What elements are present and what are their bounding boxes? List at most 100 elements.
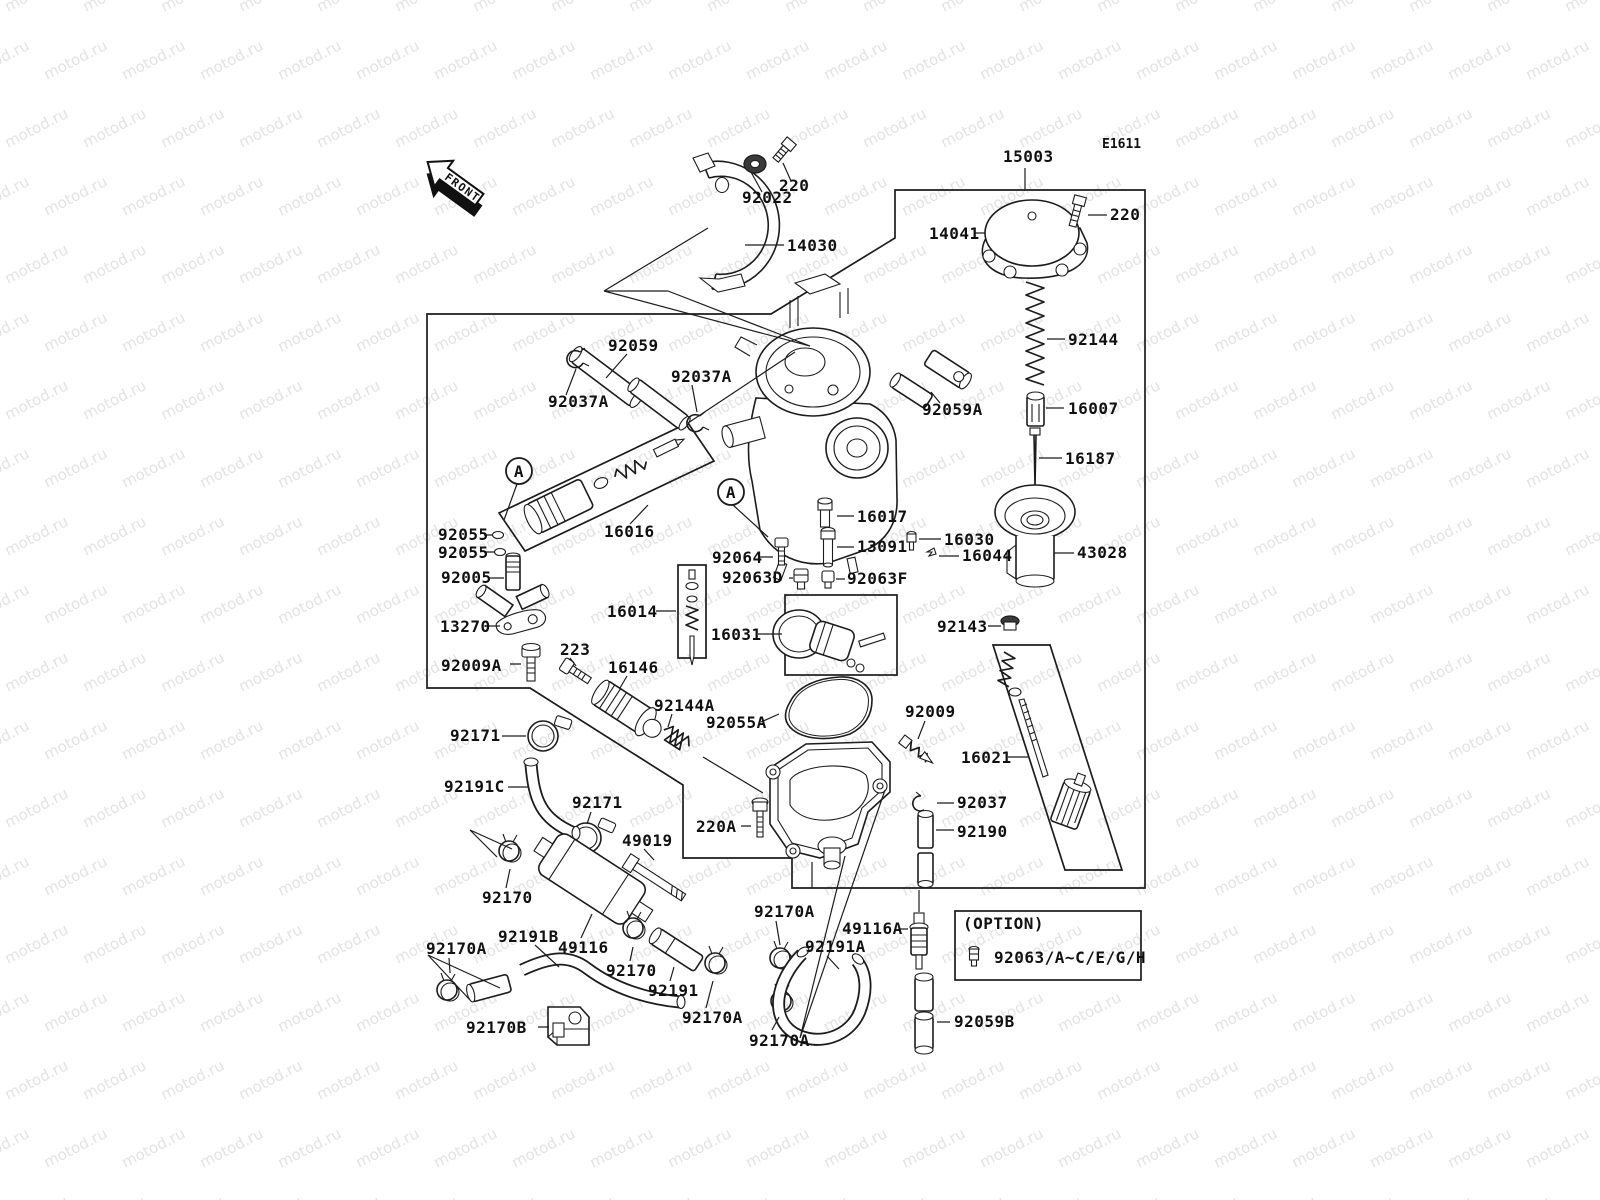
- watermark-text: motod.ru: [1484, 512, 1553, 559]
- watermark-text: motod.ru: [1328, 920, 1397, 967]
- bracket-92170b: [547, 1006, 590, 1046]
- watermark-text: motod.ru: [626, 1192, 695, 1200]
- watermark-text: motod.ru: [236, 1056, 305, 1103]
- watermark-text: motod.ru: [1367, 988, 1436, 1035]
- watermark-text: motod.ru: [1211, 36, 1280, 83]
- watermark-text: motod.ru: [431, 444, 500, 491]
- watermark-text: motod.ru: [431, 36, 500, 83]
- watermark-text: motod.ru: [1172, 1192, 1241, 1200]
- watermark-text: motod.ru: [1250, 376, 1319, 423]
- box-16021: [991, 644, 1124, 871]
- watermark-text: motod.ru: [821, 1124, 890, 1171]
- watermark-text: motod.ru: [236, 648, 305, 695]
- tube-92191: [648, 927, 704, 972]
- part-label-92171: 92171: [450, 726, 501, 745]
- part-label-16017: 16017: [857, 507, 908, 526]
- part-label-92170: 92170: [482, 888, 533, 907]
- watermark-text: motod.ru: [1484, 784, 1553, 831]
- watermark-text: motod.ru: [1445, 716, 1514, 763]
- watermark-text: motod.ru: [626, 240, 695, 287]
- watermark-text: motod.ru: [1094, 240, 1163, 287]
- watermark-text: motod.ru: [548, 0, 617, 16]
- watermark-text: motod.ru: [353, 444, 422, 491]
- watermark-text: motod.ru: [41, 36, 110, 83]
- watermark-text: motod.ru: [431, 1124, 500, 1171]
- watermark-text: motod.ru: [353, 580, 422, 627]
- watermark-text: motod.ru: [938, 0, 1007, 16]
- watermark-text: motod.ru: [314, 240, 383, 287]
- plug-92063d: [793, 568, 809, 590]
- watermark-text: motod.ru: [1289, 444, 1358, 491]
- watermark-text: motod.ru: [1172, 920, 1241, 967]
- watermark-text: motod.ru: [860, 240, 929, 287]
- watermark-text: motod.ru: [821, 172, 890, 219]
- watermark-text: motod.ru: [392, 240, 461, 287]
- watermark-text: motod.ru: [1523, 172, 1592, 219]
- watermark-text: motod.ru: [158, 104, 227, 151]
- part-label-92009: 92009: [905, 702, 956, 721]
- watermark-text: motod.ru: [314, 648, 383, 695]
- watermark-text: motod.ru: [509, 172, 578, 219]
- part-label-16021: 16021: [961, 748, 1012, 767]
- watermark-text: motod.ru: [197, 1124, 266, 1171]
- watermark-text: motod.ru: [1484, 240, 1553, 287]
- watermark-text: motod.ru: [275, 36, 344, 83]
- watermark-text: motod.ru: [1172, 784, 1241, 831]
- watermark-text: motod.ru: [1055, 852, 1124, 899]
- watermark-text: motod.ru: [197, 308, 266, 355]
- watermark-text: motod.ru: [1445, 852, 1514, 899]
- watermark-text: motod.ru: [236, 0, 305, 16]
- part-label-92191A: 92191A: [805, 937, 866, 956]
- watermark-text: motod.ru: [1406, 648, 1475, 695]
- watermark-text: motod.ru: [41, 444, 110, 491]
- part-label-220: 220: [779, 176, 809, 195]
- watermark-text: motod.ru: [938, 1056, 1007, 1103]
- watermark-text: motod.ru: [1172, 1056, 1241, 1103]
- watermark-text: motod.ru: [197, 444, 266, 491]
- screw-220-top: [772, 136, 798, 163]
- part-label-16146: 16146: [608, 658, 659, 677]
- watermark-text: motod.ru: [977, 1124, 1046, 1171]
- part-label-92037A: 92037A: [671, 367, 732, 386]
- part-label-49116: 49116: [558, 938, 609, 957]
- watermark-text: motod.ru: [1445, 36, 1514, 83]
- watermark-text: motod.ru: [1094, 648, 1163, 695]
- tube-92059b-1: [914, 972, 934, 1012]
- watermark-text: motod.ru: [0, 308, 32, 355]
- watermark-text: motod.ru: [1562, 512, 1600, 559]
- watermark-text: motod.ru: [392, 104, 461, 151]
- watermark-text: motod.ru: [1523, 852, 1592, 899]
- part-label-92170B: 92170B: [466, 1018, 527, 1037]
- watermark-text: motod.ru: [1055, 1124, 1124, 1171]
- watermark-text: motod.ru: [2, 512, 71, 559]
- watermark-text: motod.ru: [314, 104, 383, 151]
- watermark-text: motod.ru: [1445, 1124, 1514, 1171]
- watermark-text: motod.ru: [353, 308, 422, 355]
- watermark-text: motod.ru: [1016, 1192, 1085, 1200]
- clamp-92170a-2: [704, 945, 728, 975]
- watermark-text: motod.ru: [860, 1056, 929, 1103]
- watermark-text: motod.ru: [1406, 1056, 1475, 1103]
- part-label-92009A: 92009A: [441, 656, 502, 675]
- watermark-text: motod.ru: [1250, 512, 1319, 559]
- watermark-text: motod.ru: [158, 512, 227, 559]
- watermark-text: motod.ru: [197, 852, 266, 899]
- watermark-text: motod.ru: [236, 376, 305, 423]
- option-box-part-number: 92063/A~C/E/G/H: [994, 948, 1146, 967]
- watermark-text: motod.ru: [1406, 1192, 1475, 1200]
- dome-14041: [981, 199, 1089, 279]
- filter-49116: [533, 833, 654, 925]
- part-label-92170A: 92170A: [682, 1008, 743, 1027]
- watermark-text: motod.ru: [80, 920, 149, 967]
- fitting-92005: [475, 552, 550, 618]
- watermark-text: motod.ru: [236, 784, 305, 831]
- watermark-text: motod.ru: [1250, 920, 1319, 967]
- watermark-text: motod.ru: [1133, 716, 1202, 763]
- screw-92064: [774, 537, 789, 566]
- watermark-text: motod.ru: [392, 0, 461, 16]
- watermark-text: motod.ru: [1367, 1124, 1436, 1171]
- hose-92191c: [523, 757, 581, 841]
- watermark-text: motod.ru: [548, 104, 617, 151]
